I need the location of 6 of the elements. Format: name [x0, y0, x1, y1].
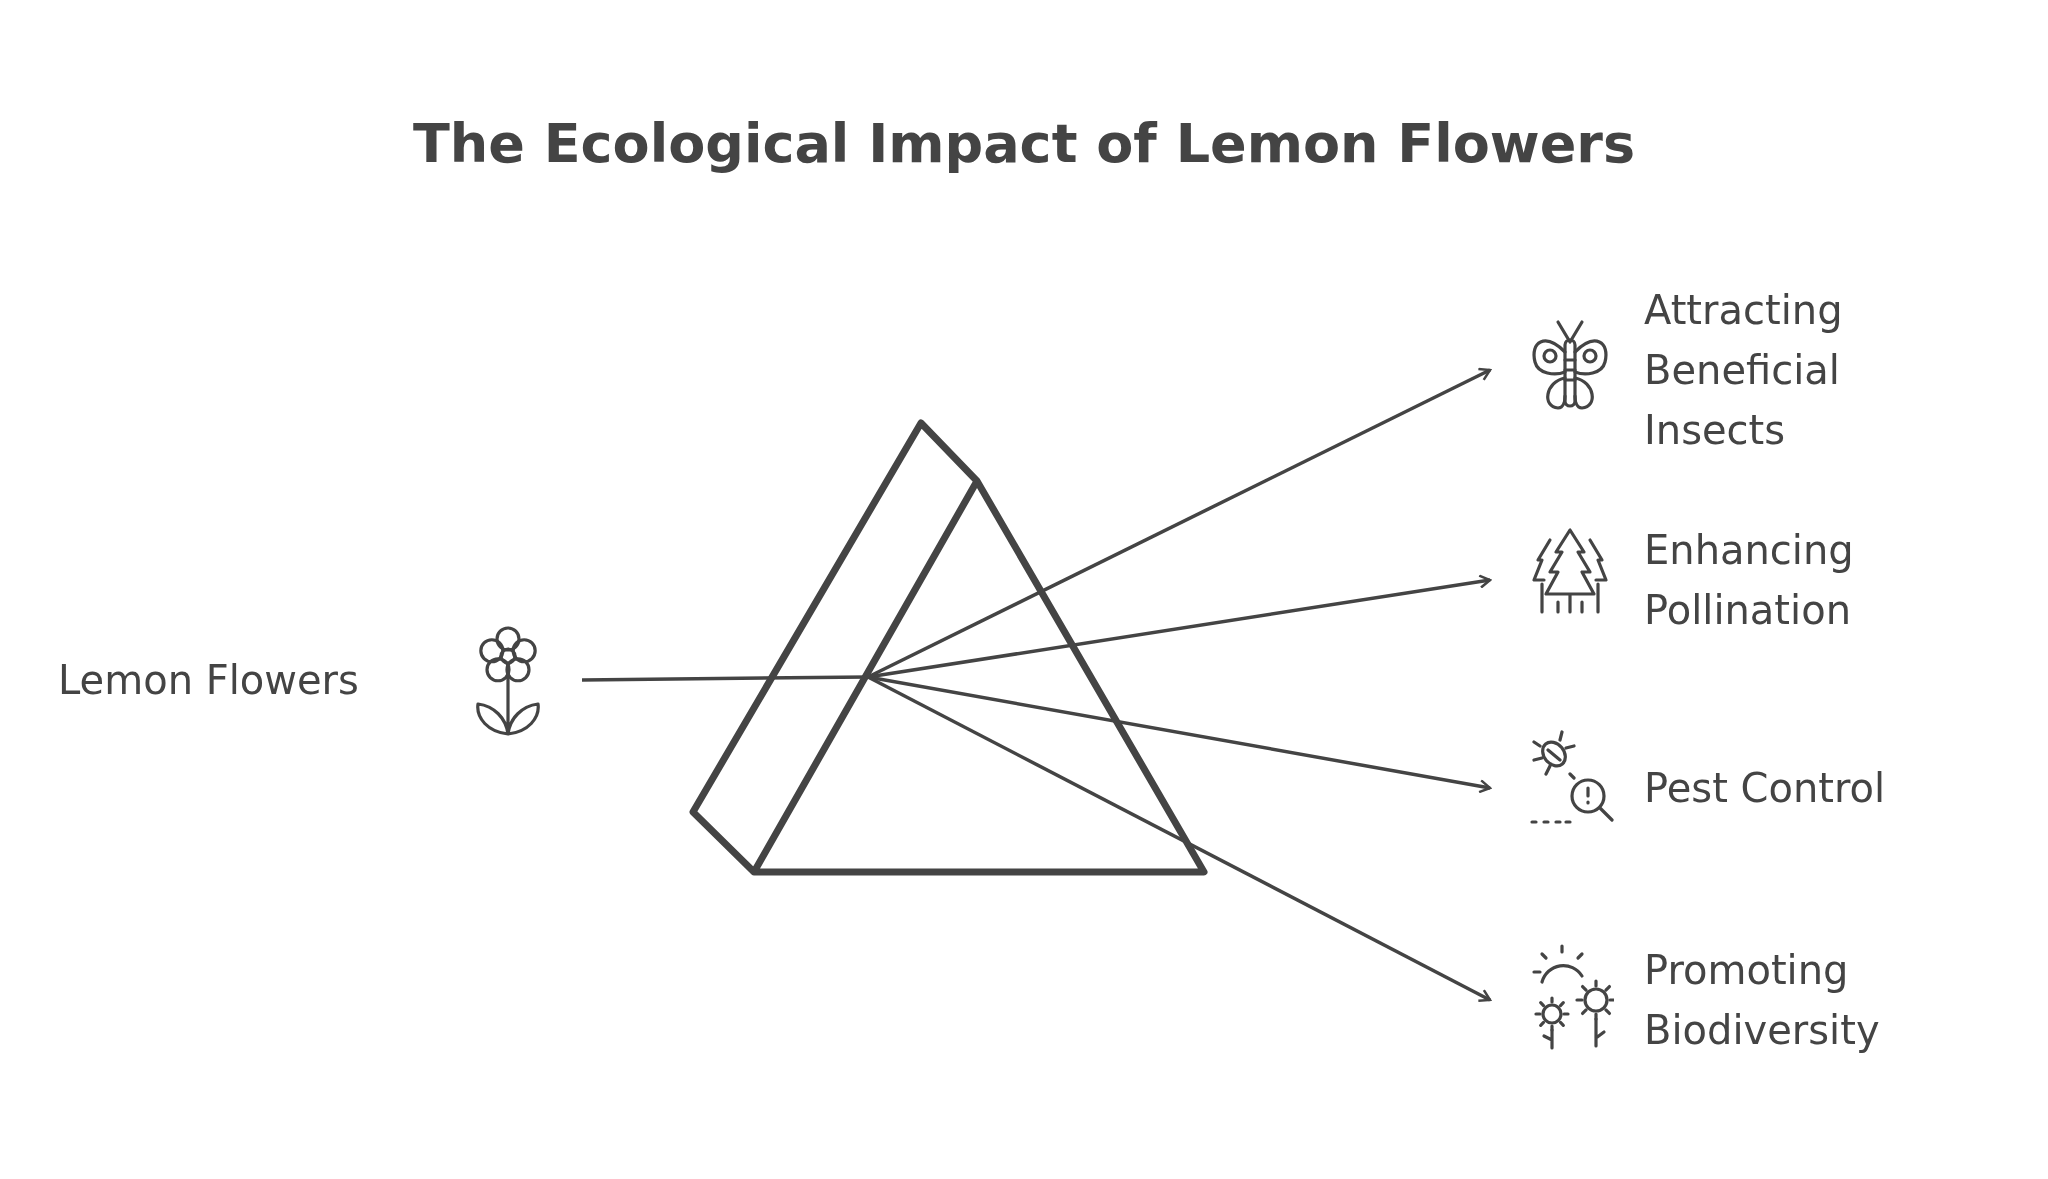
node-label: Attracting Beneficial Insects [1644, 286, 1844, 455]
node-label: Lemon Flowers [58, 656, 360, 705]
node-label: Promoting Biodiversity [1644, 946, 1881, 1055]
title: The Ecological Impact of Lemon Flowers [411, 112, 1637, 175]
node-label: Enhancing Pollination [1644, 526, 1855, 635]
node-label: Pest Control [1644, 764, 1887, 813]
